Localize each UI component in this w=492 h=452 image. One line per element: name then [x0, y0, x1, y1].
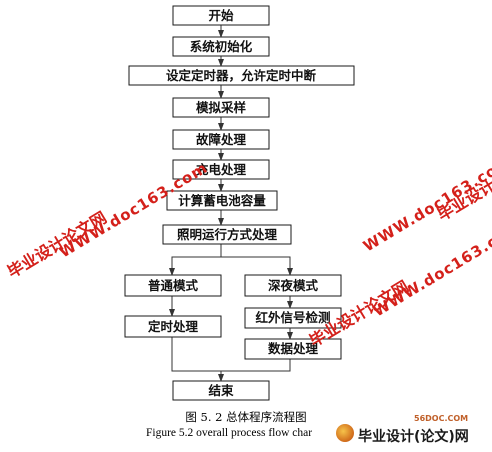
node-end: 结束	[172, 380, 270, 401]
node-init-label: 系统初始化	[190, 39, 253, 54]
figure-caption-chinese: 图 5. 2 总体程序流程图	[185, 410, 307, 424]
node-infrared-label: 红外信号检测	[255, 310, 330, 325]
node-sample: 模拟采样	[172, 97, 270, 118]
corner-site-url: 56DOC.COM	[414, 414, 469, 423]
node-data: 数据处理	[244, 338, 342, 360]
node-infrared: 红外信号检测	[244, 307, 342, 329]
edge-timing-merge	[171, 337, 221, 372]
node-fault-label: 故障处理	[196, 132, 247, 147]
flowchart-edges	[169, 25, 293, 382]
node-charge-label: 充电处理	[196, 162, 247, 177]
node-lighting: 照明运行方式处理	[162, 224, 292, 245]
edge-split-night	[221, 256, 293, 276]
node-end-label: 结束	[208, 383, 234, 398]
node-normal: 普通模式	[124, 274, 222, 297]
node-init: 系统初始化	[172, 36, 270, 57]
node-timing: 定时处理	[124, 315, 222, 338]
node-timer-label: 设定定时器，允许定时中断	[166, 68, 317, 83]
node-charge: 充电处理	[172, 159, 270, 180]
node-normal-label: 普通模式	[148, 278, 199, 293]
figure-caption-english: Figure 5.2 overall process flow char	[146, 427, 313, 439]
node-data-label: 数据处理	[267, 341, 319, 356]
node-timer: 设定定时器，允许定时中断	[128, 65, 355, 86]
node-capacity: 计算蓄电池容量	[166, 190, 278, 211]
node-night: 深夜模式	[244, 274, 342, 297]
corner-brand-text: 毕业设计(论文)网	[358, 429, 469, 445]
node-capacity-label: 计算蓄电池容量	[178, 193, 266, 208]
edge-data-merge	[221, 359, 291, 372]
node-start: 开始	[172, 5, 270, 26]
node-sample-label: 模拟采样	[196, 100, 247, 115]
site-logo-icon	[336, 424, 354, 442]
node-start-label: 开始	[208, 8, 234, 23]
node-fault: 故障处理	[172, 129, 270, 150]
node-lighting-label: 照明运行方式处理	[177, 227, 278, 242]
edge-split-normal	[169, 256, 221, 276]
node-night-label: 深夜模式	[268, 278, 319, 293]
node-timing-label: 定时处理	[147, 319, 199, 334]
